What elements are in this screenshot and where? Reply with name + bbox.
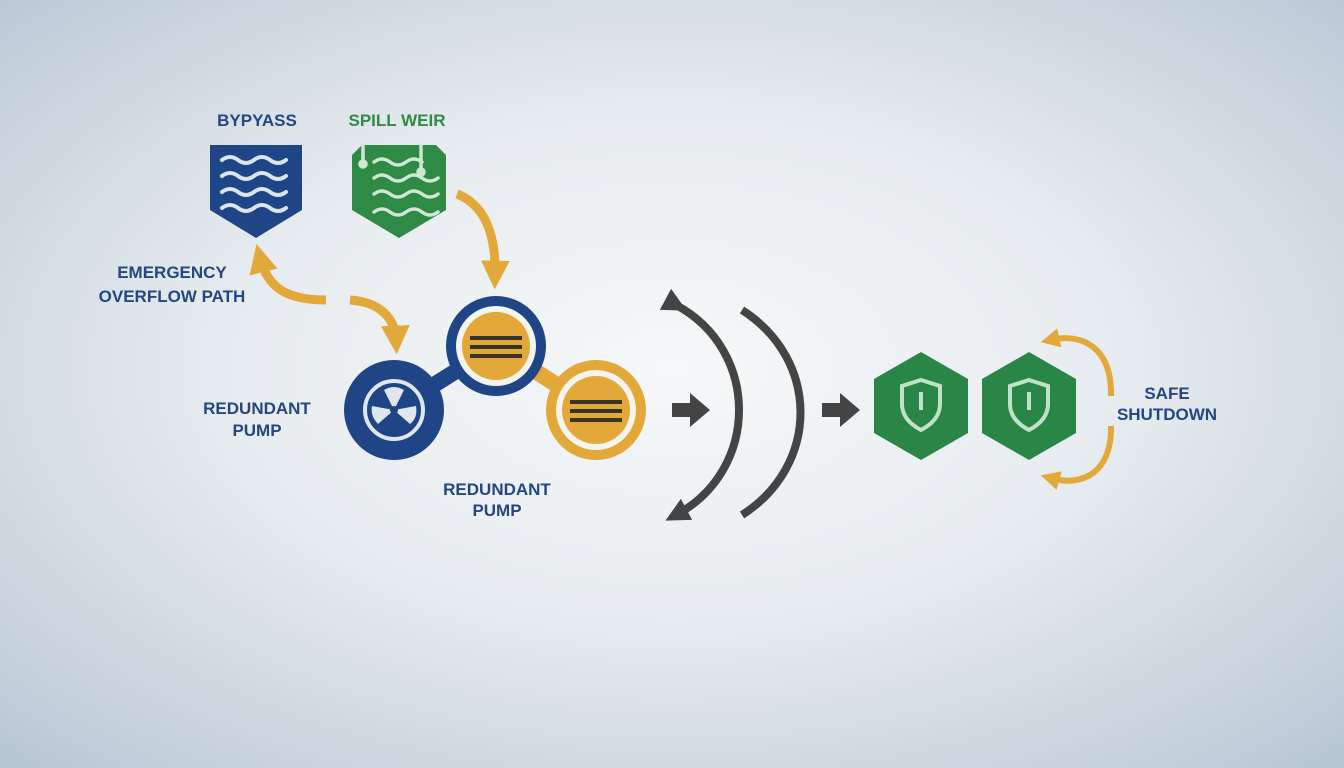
fan-pump-icon [344,360,444,460]
arrow-to-pump2 [455,189,510,290]
shield-icon [874,352,968,460]
arc [739,306,805,519]
shield-icon [982,352,1076,460]
loop-arrows [1040,328,1115,490]
pump2-label-1: REDUNDANT [443,480,551,499]
pump-lines-icon [446,296,546,396]
spill-weir-icon [352,143,446,238]
pump1-label-1: REDUNDANT [203,399,311,418]
pump-lines-icon [546,360,646,460]
emergency-label-2: OVERFLOW PATH [99,287,246,306]
pump1-label-2: PUMP [232,421,281,440]
arrow-to-bypass [249,244,327,305]
waves-shield-icon [210,145,302,238]
arrow-right-icon [672,393,710,427]
emergency-label-1: EMERGENCY [117,263,227,282]
bidirectional-arc [659,288,743,521]
arrow-to-pump1 [349,295,410,355]
flow-arrows [249,189,510,355]
bypass-label: BYPYASS [217,111,297,130]
safe-label-1: SAFE [1144,384,1189,403]
spill-weir-label: SPILL WEIR [349,111,446,130]
arrow-right-icon [822,393,860,427]
pump2-label-2: PUMP [472,501,521,520]
safe-label-2: SHUTDOWN [1117,405,1217,424]
